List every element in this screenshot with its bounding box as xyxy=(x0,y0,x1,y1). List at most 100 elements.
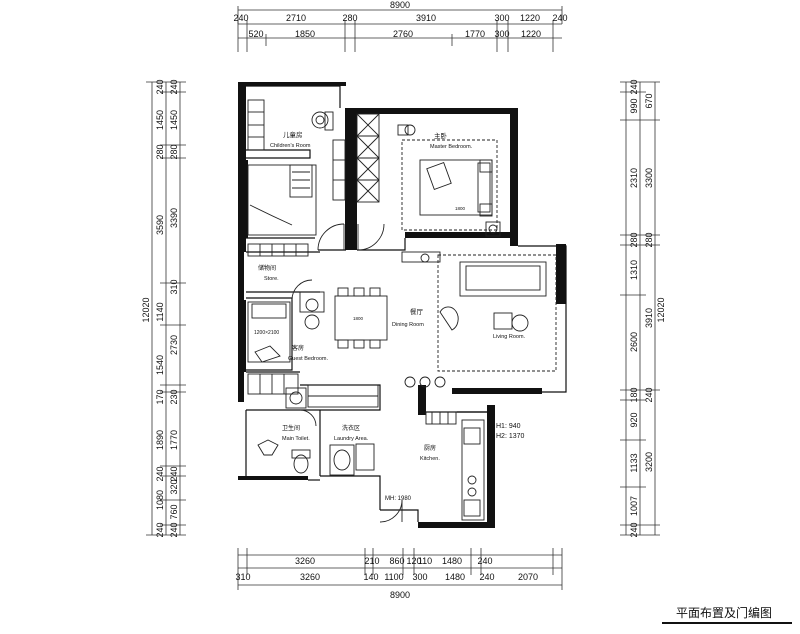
furniture xyxy=(247,99,557,523)
children-room-en: Children's Room xyxy=(270,143,311,149)
bottom-dim-15: 2070 xyxy=(518,572,538,582)
right-dim-5: 1310 xyxy=(629,260,639,280)
right-dim-4: 280 xyxy=(629,232,639,247)
left-dim-10: 1080 xyxy=(155,490,165,510)
children-room-cn: 儿童房 xyxy=(283,130,303,139)
bottom-dim-11: 1100 xyxy=(384,572,403,582)
bottom-dim-4: 120 xyxy=(406,556,421,566)
living-room-en: Living Room. xyxy=(493,334,526,340)
left-dimension-labels: 12020 240 1450 280 3590 1140 1540 170 18… xyxy=(141,79,179,537)
bottom-total-dim: 8900 xyxy=(390,590,410,600)
left-dim-23: 240 xyxy=(169,522,179,537)
right-dim-12: 670 xyxy=(644,93,654,108)
counter-height-h1: H1: 940 xyxy=(496,423,521,430)
left-dimensions xyxy=(146,81,186,536)
kitchen-cn: 厨房 xyxy=(424,444,436,452)
guest-bedroom-en: Guest Bedroom. xyxy=(288,356,329,362)
top-dim-5: 300 xyxy=(494,13,509,23)
top-dimensions xyxy=(237,6,563,52)
master-bed-size: 1800 xyxy=(455,206,466,211)
bottom-dim-10: 140 xyxy=(363,572,378,582)
bottom-dimension-labels: 3260 210 860 120 110 1480 240 310 3260 1… xyxy=(235,556,538,600)
master-bedroom-cn: 主卧 xyxy=(434,131,448,140)
right-dim-6: 2600 xyxy=(629,332,639,352)
bottom-dim-3: 860 xyxy=(389,556,404,566)
door-height-mh: MH: 1980 xyxy=(385,496,412,502)
laundry-en: Laundry Area. xyxy=(334,436,369,442)
bottom-dim-2: 210 xyxy=(364,556,379,566)
left-dim-8: 1890 xyxy=(155,430,165,450)
left-dim-2: 1450 xyxy=(155,110,165,130)
left-dim-19: 1770 xyxy=(169,430,179,450)
right-dim-10: 1007 xyxy=(629,496,639,516)
left-total-dim: 12020 xyxy=(141,297,151,322)
top-dim-7: 240 xyxy=(552,13,567,23)
left-dim-11: 240 xyxy=(155,522,165,537)
right-dimension-labels: 240 990 2310 280 1310 2600 180 920 1133 … xyxy=(629,79,666,537)
right-total-dim: 12020 xyxy=(656,297,666,322)
right-dim-2: 990 xyxy=(629,98,639,113)
interior-walls xyxy=(245,85,567,522)
right-dim-8: 920 xyxy=(629,412,639,427)
drawing-title: 平面布置及门编图 xyxy=(676,606,773,620)
guest-bed-size: 1200×2100 xyxy=(254,330,279,336)
left-dim-17: 2730 xyxy=(169,335,179,355)
bottom-dimensions xyxy=(237,548,563,590)
left-dim-20: 240 xyxy=(169,466,179,481)
left-dim-4: 3590 xyxy=(155,215,165,235)
dining-en: Dining Room xyxy=(392,322,424,328)
dining-cn: 餐厅 xyxy=(410,307,424,316)
right-dim-1: 240 xyxy=(629,79,639,94)
top-dim-4: 3910 xyxy=(416,13,436,23)
top-dim-8: 520 xyxy=(248,29,263,39)
kitchen-en: Kitchen. xyxy=(420,456,440,462)
top-dim-3: 280 xyxy=(342,13,357,23)
bottom-dim-6: 1480 xyxy=(442,556,462,566)
right-dim-14: 280 xyxy=(644,232,654,247)
left-dim-6: 1540 xyxy=(155,355,165,375)
left-dim-16: 310 xyxy=(169,279,179,294)
right-dim-15: 3910 xyxy=(644,308,654,328)
left-dim-3: 280 xyxy=(155,144,165,159)
annotations: 1200×2100 1800 1800 H1: 940 H2: 1370 MH:… xyxy=(254,206,525,502)
right-dim-11: 240 xyxy=(629,522,639,537)
title-underline xyxy=(662,622,792,624)
top-dim-13: 1220 xyxy=(521,29,541,39)
left-dim-14: 280 xyxy=(169,144,179,159)
right-dim-3: 2310 xyxy=(629,168,639,188)
bottom-dim-9: 3260 xyxy=(300,572,320,582)
top-dimension-labels: 8900 240 2710 280 3910 300 1220 240 520 … xyxy=(233,0,567,39)
bottom-dim-12: 300 xyxy=(412,572,427,582)
left-dim-15: 3390 xyxy=(169,208,179,228)
left-dim-5: 1140 xyxy=(155,302,165,321)
left-dim-21: 320 xyxy=(169,479,179,494)
top-dim-12: 300 xyxy=(494,29,509,39)
top-dim-9: 1850 xyxy=(295,29,315,39)
right-dimensions xyxy=(620,81,660,536)
left-dim-7: 170 xyxy=(155,389,165,404)
laundry-cn: 洗衣区 xyxy=(342,424,360,432)
left-dim-1: 240 xyxy=(155,79,165,94)
right-dim-13: 3300 xyxy=(644,168,654,188)
counter-height-h2: H2: 1370 xyxy=(496,433,525,440)
bottom-dim-7: 240 xyxy=(477,556,492,566)
top-total-dim: 8900 xyxy=(390,0,410,10)
left-dim-9: 240 xyxy=(155,466,165,481)
bottom-dim-14: 240 xyxy=(479,572,494,582)
top-dim-6: 1220 xyxy=(520,13,540,23)
bottom-dim-8: 310 xyxy=(235,572,250,582)
dining-table-size: 1800 xyxy=(353,316,364,321)
room-labels: 儿童房 Children's Room 主卧 Master Bedroom. 储… xyxy=(258,130,526,462)
top-dim-2: 2710 xyxy=(286,13,306,23)
left-dim-18: 230 xyxy=(169,389,179,404)
bottom-dim-13: 1480 xyxy=(445,572,465,582)
left-dim-13: 1450 xyxy=(169,110,179,130)
guest-bedroom-cn: 客房 xyxy=(292,344,304,352)
bottom-dim-1: 3260 xyxy=(295,556,315,566)
exterior-walls xyxy=(238,82,566,528)
right-dim-17: 3200 xyxy=(644,452,654,472)
top-dim-10: 2760 xyxy=(393,29,413,39)
master-bedroom-en: Master Bedroom. xyxy=(430,144,473,150)
